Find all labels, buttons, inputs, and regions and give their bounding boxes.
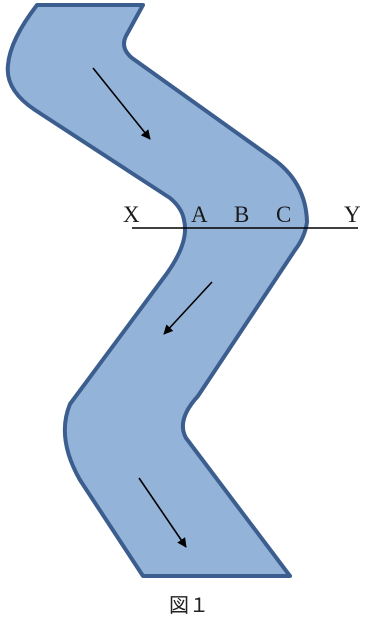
label-c: C	[276, 202, 291, 227]
label-b: B	[234, 202, 249, 227]
flow-arrow-lower	[138, 477, 187, 548]
flow-arrow-upper	[92, 67, 151, 140]
label-a: A	[191, 202, 208, 227]
river-channel	[5, 3, 309, 578]
label-y: Y	[344, 202, 361, 227]
figure-caption: 図１	[169, 593, 209, 617]
label-x: X	[123, 202, 140, 227]
flow-arrow-middle	[163, 281, 213, 335]
